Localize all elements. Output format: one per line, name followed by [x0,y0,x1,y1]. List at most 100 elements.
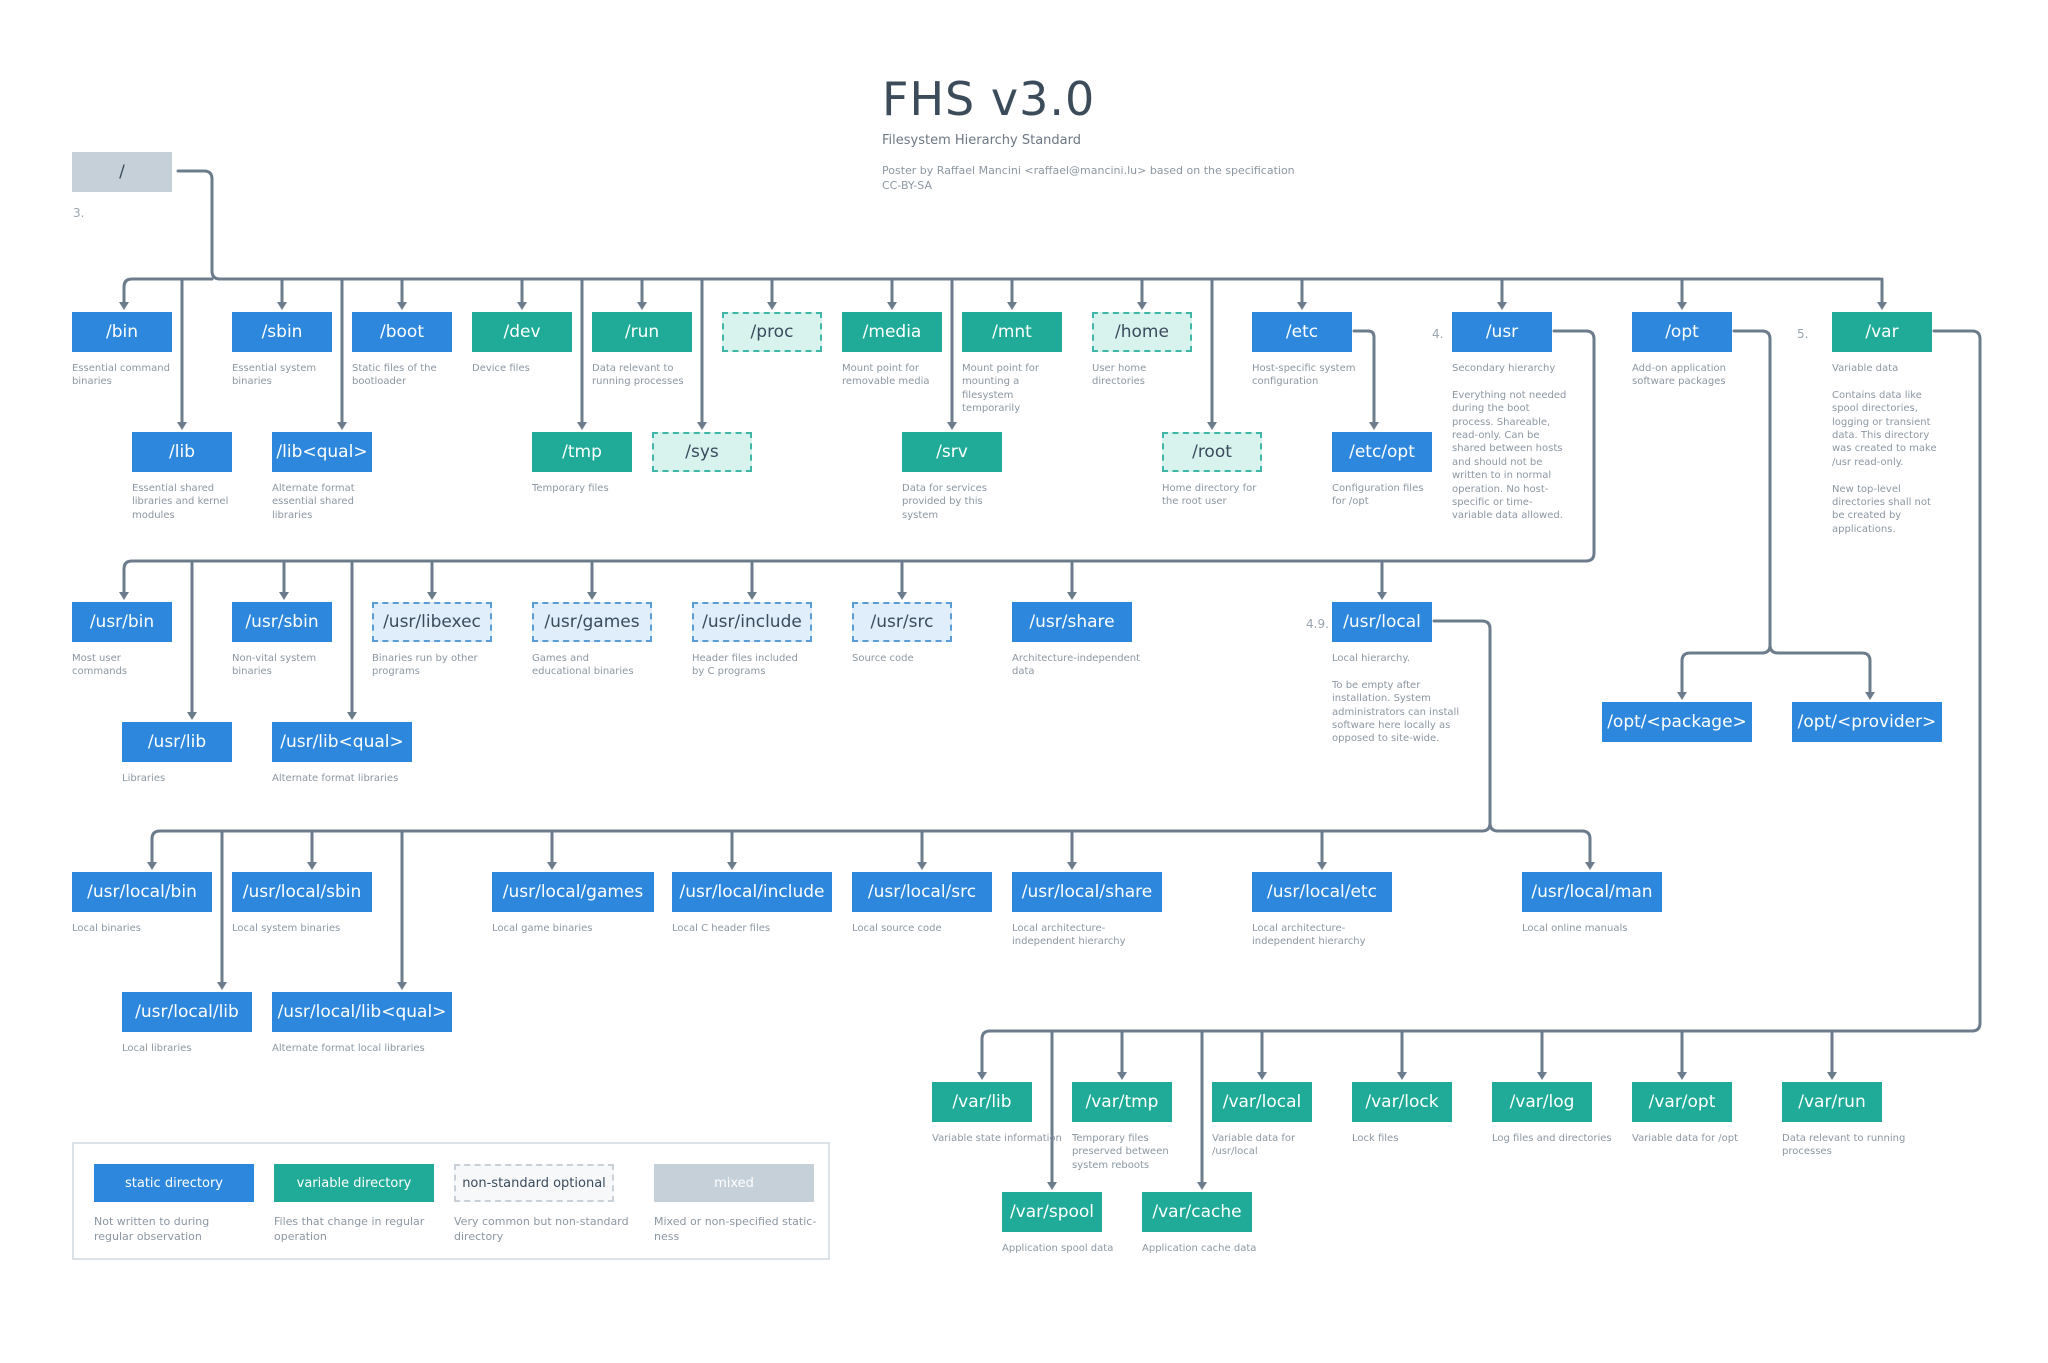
usrlocal-long-arrow-1 [397,982,407,990]
dir-node-usrlibqual: /usr/lib<qual> [272,722,412,762]
dir-node-ulsbin: /usr/local/sbin [232,872,372,912]
dir-desc-ulshare: Local architecture- independent hierarch… [1012,923,1126,948]
usrlocal-arrow-3 [917,862,927,870]
usr-arrow-1 [427,592,437,600]
dir-desc-usrlibexec: Binaries run by other programs [372,653,478,678]
dir-node-ulman: /usr/local/man [1522,872,1662,912]
dir-desc-sbin: Essential system binaries [232,363,317,388]
var-arrow-lib [977,1072,987,1080]
dir-node-ulinclude: /usr/local/include [672,872,832,912]
dir-desc-srv: Data for services provided by this syste… [902,483,988,521]
dir-desc-etc: Host-specific system configuration [1252,363,1356,388]
root-arrow-10 [1497,302,1507,310]
root-arrow-4 [637,302,647,310]
legend-variable-desc: Files that change in regular operation [274,1215,425,1243]
root-long-arrow-4 [947,422,957,430]
root-bus [176,169,1882,281]
root-arrow-11 [1677,302,1687,310]
dir-desc-dev: Device files [472,363,530,374]
section-number-usr: 4. [1432,327,1444,341]
root-arrow-2 [397,302,407,310]
dir-node-root: / [72,152,172,192]
usrlocal-arrow-2 [727,862,737,870]
dir-desc-usr: Secondary hierarchy Everything not neede… [1452,363,1567,522]
dir-node-ulbin: /usr/local/bin [72,872,212,912]
var-long-arrow-1 [1197,1182,1207,1190]
root-arrow-3 [517,302,527,310]
dir-node-sbin: /sbin [232,312,332,352]
dir-desc-varlog: Log files and directories [1492,1133,1612,1144]
root-arrow-0 [119,302,129,310]
dir-desc-usrbin: Most user commands [72,653,128,678]
dir-node-uletc: /usr/local/etc [1252,872,1392,912]
var-bus [980,329,1982,1074]
section-number-root: 3. [73,206,85,220]
var-arrow-5 [1827,1072,1837,1080]
var-long-arrow-0 [1047,1182,1057,1190]
dir-desc-home: User home directories [1092,363,1147,388]
poster-title: FHS v3.0 [882,72,1096,126]
dir-desc-lib: Essential shared libraries and kernel mo… [132,483,229,521]
usr-arrow-3 [747,592,757,600]
dir-desc-ulinclude: Local C header files [672,923,771,934]
dir-desc-ulsbin: Local system binaries [232,923,341,934]
usrlocal-arrow-1 [547,862,557,870]
dir-desc-rootdir: Home directory for the root user [1162,483,1257,508]
var-arrow-4 [1677,1072,1687,1080]
opt-package-arrow [1677,692,1687,700]
legend-variable-box: variable directory [274,1164,434,1202]
usrlocal-long-arrow-0 [217,982,227,990]
dir-desc-media: Mount point for removable media [842,363,930,388]
var-arrow-1 [1257,1072,1267,1080]
legend-mixed-desc: Mixed or non-specified static- ness [654,1215,817,1243]
root-long-arrow-2 [577,422,587,430]
usrlocal-bus-right [1488,821,1592,864]
opt-bus-right [1768,643,1872,694]
var-arrow-3 [1537,1072,1547,1080]
poster-credit: Poster by Raffael Mancini <raffael@manci… [882,163,1295,193]
usr-arrow-0 [279,592,289,600]
legend-mixed-box: mixed [654,1164,814,1202]
dir-desc-varopt: Variable data for /opt [1632,1133,1739,1144]
usrlocal-arrow-0 [307,862,317,870]
dir-node-varlocal: /var/local [1212,1082,1312,1122]
dir-desc-tmp: Temporary files [532,483,609,494]
var-arrow-2 [1397,1072,1407,1080]
dir-node-mnt: /mnt [962,312,1062,352]
dir-desc-usrshare: Architecture-independent data [1012,653,1141,678]
dir-desc-usrlocal: Local hierarchy. To be empty after insta… [1332,653,1460,745]
dir-desc-ulgames: Local game binaries [492,923,593,934]
root-long-arrow-5 [1207,422,1217,430]
root-arrow-12 [1877,302,1887,310]
dir-desc-varrun: Data relevant to running processes [1782,1133,1906,1158]
dir-desc-usrlib: Libraries [122,773,166,784]
dir-node-varspool: /var/spool [1002,1192,1102,1232]
root-long-arrow-0 [177,422,187,430]
dir-desc-ulman: Local online manuals [1522,923,1628,934]
dir-desc-varcache: Application cache data [1142,1243,1257,1254]
usr-arrow-4 [897,592,907,600]
legend-static-desc: Not written to during regular observatio… [94,1215,210,1243]
credit-line: Poster by Raffael Mancini <raffael@manci… [882,164,1295,177]
dir-desc-varlib: Variable state information [932,1133,1062,1144]
etc-to-etcopt [1352,329,1376,424]
dir-node-libqual: /lib<qual> [272,432,372,472]
dir-desc-ulbin: Local binaries [72,923,141,934]
dir-node-usrinclude: /usr/include [692,602,812,642]
dir-node-usrsrc: /usr/src [852,602,952,642]
opt-bus-left [1680,329,1772,694]
dir-desc-mnt: Mount point for mounting a filesystem te… [962,363,1039,415]
dir-desc-uletc: Local architecture- independent hierarch… [1252,923,1366,948]
dir-desc-bin: Essential command binaries [72,363,170,388]
root-arrow-6 [887,302,897,310]
dir-node-usrbin: /usr/bin [72,602,172,642]
legend-static-box: static directory [94,1164,254,1202]
dir-node-boot: /boot [352,312,452,352]
dir-node-optprovider: /opt/<provider> [1792,702,1942,742]
legend-optional-desc: Very common but non-standard directory [454,1215,629,1243]
dir-node-ulsrc: /usr/local/src [852,872,992,912]
usrlocal-bus [150,619,1492,864]
dir-desc-libqual: Alternate format essential shared librar… [272,483,355,521]
dir-desc-varlock: Lock files [1352,1133,1399,1144]
dir-desc-opt: Add-on application software packages [1632,363,1726,388]
